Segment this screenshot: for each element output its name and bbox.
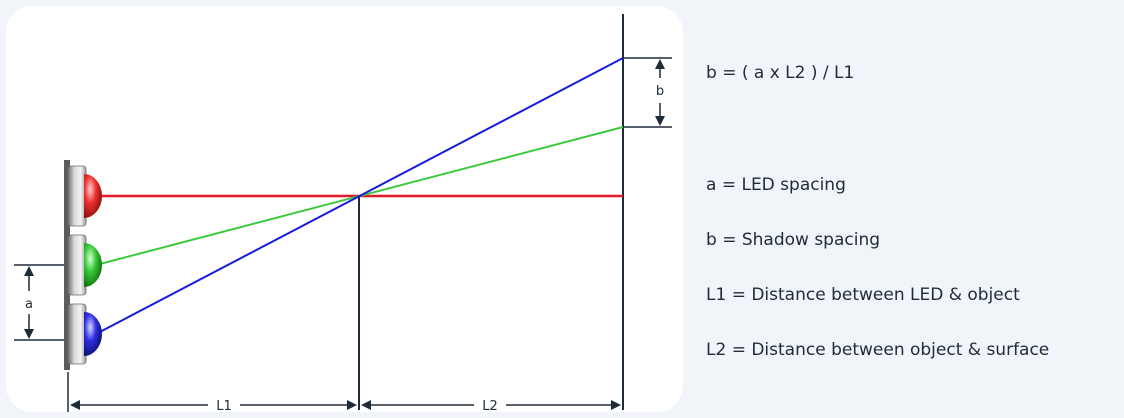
dimension-l1 xyxy=(70,400,357,410)
label-a: a xyxy=(25,297,33,312)
label-l2: L2 xyxy=(482,399,498,414)
red-led xyxy=(64,160,102,232)
legend-item-l1: L1 = Distance between LED & object xyxy=(706,285,1020,305)
label-b: b xyxy=(656,84,664,99)
legend-item-a: a = LED spacing xyxy=(706,175,846,195)
formula: b = ( a x L2 ) / L1 xyxy=(706,63,855,83)
dimension-l2 xyxy=(361,400,621,410)
blue-led xyxy=(64,298,102,370)
label-l1: L1 xyxy=(216,399,232,414)
diagram-panel xyxy=(6,6,683,412)
green-led xyxy=(64,229,102,301)
legend-item-b: b = Shadow spacing xyxy=(706,230,881,250)
legend-item-l2: L2 = Distance between object & surface xyxy=(706,340,1050,360)
dimension-a xyxy=(14,264,64,341)
dimension-b xyxy=(623,57,672,128)
blue-beam xyxy=(95,57,624,335)
shadow-spacing-diagram: a b L1 L2 xyxy=(14,14,672,414)
legend: b = ( a x L2 ) / L1 a = LED spacing b = … xyxy=(706,0,1124,418)
